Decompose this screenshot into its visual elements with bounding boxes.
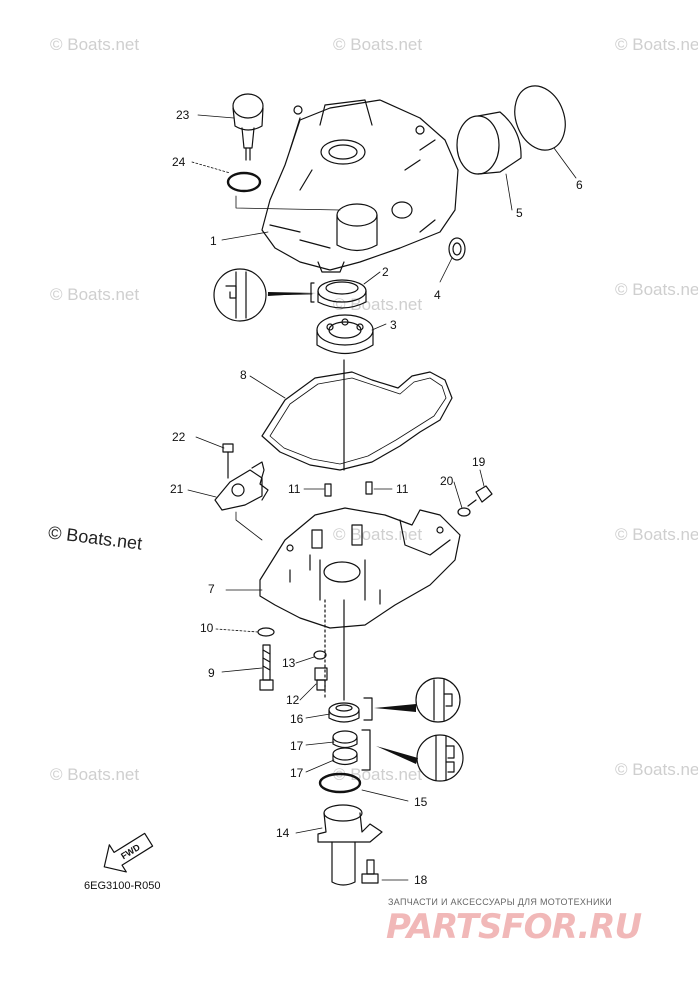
- part-1-upper-case: [261, 99, 459, 273]
- callout-23: 23: [176, 108, 190, 122]
- part-10-washer: [257, 627, 275, 637]
- part-13-washer: [313, 650, 327, 660]
- part-12-bolt: [314, 667, 328, 691]
- callout-11: 11: [288, 482, 301, 496]
- watermark: © Boats.net: [333, 525, 423, 544]
- detail-arrow: [374, 704, 416, 712]
- callout-24: 24: [172, 155, 186, 169]
- part-16-seal: [328, 677, 461, 723]
- watermark: © Boats.net: [50, 285, 140, 304]
- part-8-gasket: [261, 371, 453, 471]
- part-15-o-ring: [318, 772, 362, 794]
- detail-arrow: [268, 292, 316, 296]
- part-22-bolt: [222, 443, 234, 479]
- part-2-seal: [213, 268, 367, 322]
- callout-4: 4: [434, 288, 441, 302]
- callout-3: 3: [390, 318, 397, 332]
- part-6-clip: [514, 85, 566, 151]
- fwd-arrow: [103, 832, 154, 873]
- part-9-bolt: [259, 644, 274, 691]
- callout-6: 6: [576, 178, 583, 192]
- part-19-drain-bolt: [467, 485, 493, 507]
- callout-12: 12: [286, 693, 300, 707]
- part-20-washer: [457, 507, 471, 517]
- detail-arrow: [376, 746, 418, 764]
- callout-7: 7: [208, 582, 215, 596]
- part-18-bolt: [361, 859, 379, 884]
- watermark: © Boats.net: [333, 35, 423, 54]
- part-14-housing: [317, 804, 383, 886]
- callout-5: 5: [516, 206, 523, 220]
- part-7-lower-case: [259, 507, 461, 629]
- callout-13: 13: [282, 656, 296, 670]
- fwd-label: FWD: [119, 842, 142, 862]
- callout-8: 8: [240, 368, 247, 382]
- part-24-o-ring: [226, 171, 262, 193]
- partsfor-logo: PARTSFOR.RU: [386, 907, 642, 947]
- callout-17: 17: [290, 766, 304, 780]
- callout-9: 9: [208, 666, 215, 680]
- part-5-band: [456, 111, 522, 175]
- callout-10: 10: [200, 621, 214, 635]
- callout-15: 15: [414, 795, 428, 809]
- callout-16: 16: [290, 712, 304, 726]
- callout-22: 22: [172, 430, 186, 444]
- watermark: © Boats.net: [615, 525, 698, 544]
- callout-2: 2: [382, 265, 389, 279]
- watermark: © Boats.net: [615, 280, 698, 299]
- part-11-dowel: [324, 483, 332, 497]
- watermark: © Boats.net: [50, 765, 140, 784]
- callout-19: 19: [472, 455, 486, 469]
- callout-1: 1: [210, 234, 217, 248]
- part-23-dipstick: [232, 93, 264, 161]
- callout-21: 21: [170, 482, 184, 496]
- watermark: © Boats.net: [50, 35, 140, 54]
- callout-20: 20: [440, 474, 454, 488]
- part-11-dowel: [365, 481, 373, 495]
- part-4-seal: [448, 237, 466, 261]
- watermark: © Boats.net: [615, 35, 698, 54]
- part-21-pump: [214, 461, 269, 511]
- watermark: © Boats.net: [615, 760, 698, 779]
- callout-14: 14: [276, 826, 290, 840]
- watermark: © Boats.net: [333, 765, 423, 784]
- part-3-bearing: [316, 314, 374, 355]
- diagram-code: 6EG3100-R050: [84, 880, 161, 892]
- callout-17: 17: [290, 739, 304, 753]
- callout-18: 18: [414, 873, 428, 887]
- promo-text: ЗАПЧАСТИ И АКСЕССУАРЫ ДЛЯ МОТОТЕХНИКИ: [388, 897, 613, 907]
- callout-11: 11: [396, 482, 409, 496]
